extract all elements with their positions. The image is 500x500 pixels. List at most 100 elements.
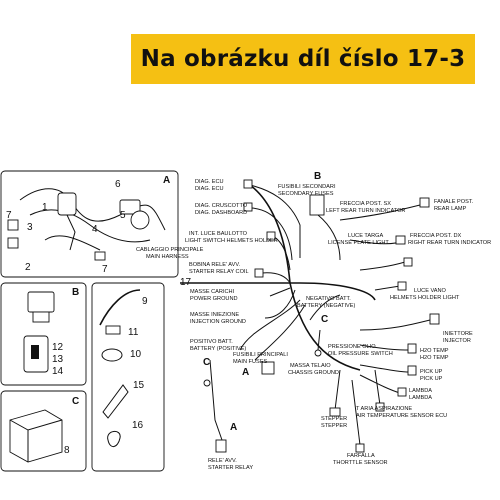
connector — [375, 402, 385, 412]
label-secondary-fuses: FUSIBILI SECONDARI — [278, 184, 336, 190]
branch — [249, 184, 301, 258]
fuse-block — [309, 194, 325, 216]
label-diag-dashboard: DIAG. DASHBOARD — [195, 210, 247, 216]
label-main-fuses: MAIN FUSES — [233, 359, 267, 365]
left-labels: DIAG. ECU DIAG. ECU DIAG. CRUSCOTTO DIAG… — [185, 179, 288, 471]
label-battery-positive: POSITIVO BATT. — [190, 339, 233, 345]
terminal — [7, 237, 19, 249]
label-diag-ecu: DIAG. ECU — [195, 186, 224, 192]
label-air-temp: AIR TEMPERATURE SENSOR ECU — [356, 413, 447, 419]
label-diag-dashboard: DIAG. CRUSCOTTO — [195, 203, 248, 209]
clip — [107, 431, 121, 447]
relay-block — [119, 199, 141, 215]
label-helmet-light: LUCE VANO — [414, 288, 447, 294]
letter-a: A — [242, 367, 249, 378]
connector — [419, 197, 430, 208]
letter-c: C — [321, 314, 328, 325]
side-num: 9 — [142, 296, 148, 307]
ground-terminal — [314, 349, 322, 357]
branch — [374, 285, 401, 291]
panel-a-num: 3 — [27, 222, 33, 233]
harness-wire — [44, 235, 101, 251]
panel-c: C 8 — [0, 390, 87, 472]
branch — [359, 364, 411, 373]
label-power-ground: MASSE CARICHI — [190, 289, 235, 295]
label-license-light: LICENSE PLATE LIGHT — [328, 240, 389, 246]
label-power-ground: POWER GROUND — [190, 296, 238, 302]
starter-relay — [215, 439, 227, 453]
label-starter-coil: STARTER RELAY COIL — [189, 269, 249, 275]
label-throttle: FARFALLA — [347, 453, 375, 459]
panel-c-letter: C — [72, 396, 79, 407]
label-battery-positive: BATTERY (POSITIVE) — [190, 346, 246, 352]
connector-block — [57, 192, 77, 216]
panel-a-frame — [0, 170, 179, 278]
label-helmet-switch: INT. LUCE BAULOTTO — [189, 231, 248, 237]
trunk-wire — [180, 282, 376, 301]
panel-a-num: 5 — [120, 210, 126, 221]
label-injection-ground: MASSE INIEZIONE — [190, 312, 239, 318]
panel-b-num: 13 — [52, 354, 64, 365]
panel-side-frame — [91, 282, 165, 472]
harness-wire — [29, 209, 151, 243]
part-number-banner: Na obrázku díl číslo 17-3 — [131, 34, 475, 84]
branch — [374, 369, 381, 406]
connector — [105, 325, 121, 335]
connector — [243, 179, 253, 189]
panel-b-num: 12 — [52, 342, 64, 353]
panel-a-letter: A — [163, 175, 170, 186]
letter-c: C — [203, 357, 210, 368]
panel-a-num: 1 — [42, 202, 48, 213]
branch — [317, 329, 321, 351]
terminal — [94, 251, 106, 261]
panel-b: B 12 13 14 — [0, 282, 87, 386]
label-chassis-ground: CHASSIS GROUND — [288, 370, 339, 376]
connector — [329, 407, 341, 417]
label-helmet-switch: LIGHT SWITCH HELMETS HOLDER — [185, 238, 278, 244]
label-license-light: LUCE TARGA — [348, 233, 383, 239]
branch — [264, 289, 296, 319]
label-stepper: STEPPER — [321, 416, 347, 422]
main-harness: 17 B C C A A — [180, 171, 440, 453]
panel-a-num: 2 — [25, 262, 31, 273]
battery — [9, 409, 63, 463]
label-starter-coil: BOBINA RELE' AVV. — [189, 262, 241, 268]
connector — [397, 281, 407, 291]
panel-a: A 6 5 1 7 3 2 4 7 CABLAGGIO PRINCIPALE M… — [0, 170, 204, 278]
label-pick-up: PICK UP — [420, 376, 443, 382]
panel-a-num: 7 — [6, 210, 12, 221]
battery-terminal — [203, 379, 211, 387]
letter-b: B — [314, 171, 321, 182]
connector — [407, 365, 417, 376]
harness-wire — [19, 188, 166, 231]
branch — [251, 207, 293, 261]
bracket — [102, 384, 129, 419]
panel-side: 9 11 10 15 16 — [91, 282, 165, 472]
label-main-fuses: FUSIBILI PRINCIPALI — [233, 352, 288, 358]
branch — [269, 287, 291, 297]
connector — [254, 268, 264, 278]
label-secondary-fuses: SECONDARY FUSES — [278, 191, 334, 197]
right-labels: FRECCIA POST. SX LEFT REAR TURN INDICATO… — [326, 199, 491, 401]
branch — [351, 379, 361, 446]
fuse-box — [27, 291, 55, 313]
branch — [359, 261, 406, 271]
side-num: 11 — [128, 327, 139, 338]
connector — [261, 361, 275, 375]
harness-label: MAIN HARNESS — [146, 254, 189, 260]
label-throttle: THORTTLE SENSOR — [333, 460, 388, 466]
panel-b-letter: B — [72, 287, 79, 298]
label-rear-lamp: REAR LAMP — [434, 206, 467, 212]
panel-c-num: 8 — [64, 445, 70, 456]
label-h2o-temp: H2O TEMP — [420, 355, 449, 361]
branch — [339, 204, 421, 221]
cable-clamp — [101, 348, 123, 362]
part-17-label: 17 — [180, 277, 192, 288]
label-oil-pressure: PRESSIONE OLIO — [328, 344, 376, 350]
label-helmet-light: HELMETS HOLDER LIGHT — [390, 295, 460, 301]
connector — [407, 343, 417, 354]
connector — [397, 387, 407, 397]
label-right-rear-indicator: RIGHT REAR TURN INDICATOR — [408, 240, 491, 246]
panel-b-frame — [0, 282, 87, 386]
